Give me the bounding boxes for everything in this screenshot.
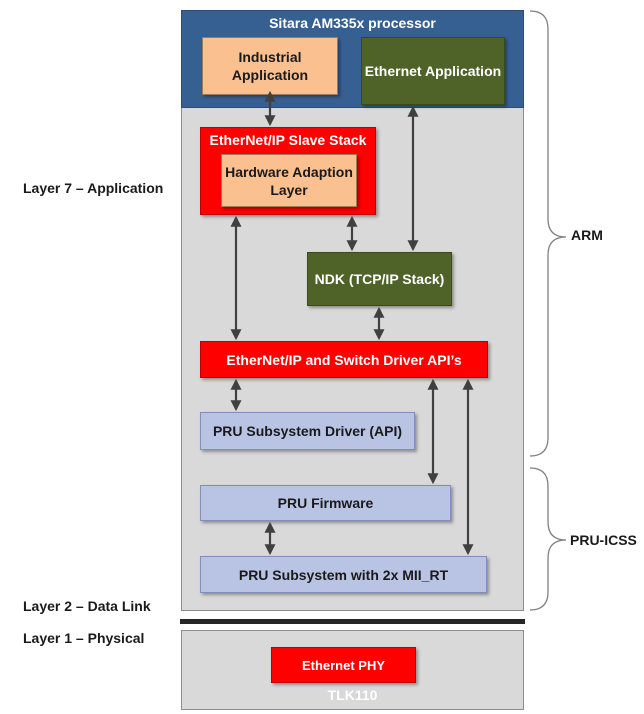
pru-subsystem-box: PRU Subsystem with 2x MII_RT bbox=[200, 556, 487, 593]
pru-icss-label: PRU-ICSS bbox=[570, 532, 637, 548]
tlk110-label: TLK110 bbox=[327, 687, 378, 703]
arm-label: ARM bbox=[571, 227, 603, 243]
switch-driver-api-box: EtherNet/IP and Switch Driver API’s bbox=[200, 341, 488, 378]
pru-icss-brace bbox=[529, 467, 567, 611]
ethernet-phy-box: Ethernet PHY bbox=[271, 647, 416, 683]
hardware-adaption-layer-box: Hardware Adaption Layer bbox=[221, 154, 357, 207]
layer7-label: Layer 7 – Application bbox=[23, 180, 164, 196]
ndk-box: NDK (TCP/IP Stack) bbox=[307, 252, 452, 306]
processor-title: Sitara AM335x processor bbox=[269, 15, 436, 31]
pru-firmware-box: PRU Firmware bbox=[200, 485, 451, 521]
industrial-application-box: Industrial Application bbox=[202, 37, 338, 95]
layer2-divider bbox=[180, 619, 525, 624]
arm-brace bbox=[529, 10, 567, 457]
ethernet-application-box: Ethernet Application bbox=[361, 37, 505, 105]
pru-subsystem-driver-box: PRU Subsystem Driver (API) bbox=[200, 412, 415, 450]
layer2-label: Layer 2 – Data Link bbox=[23, 598, 151, 614]
slave-stack-title: EtherNet/IP Slave Stack bbox=[209, 132, 367, 148]
layer1-label: Layer 1 – Physical bbox=[23, 630, 145, 646]
